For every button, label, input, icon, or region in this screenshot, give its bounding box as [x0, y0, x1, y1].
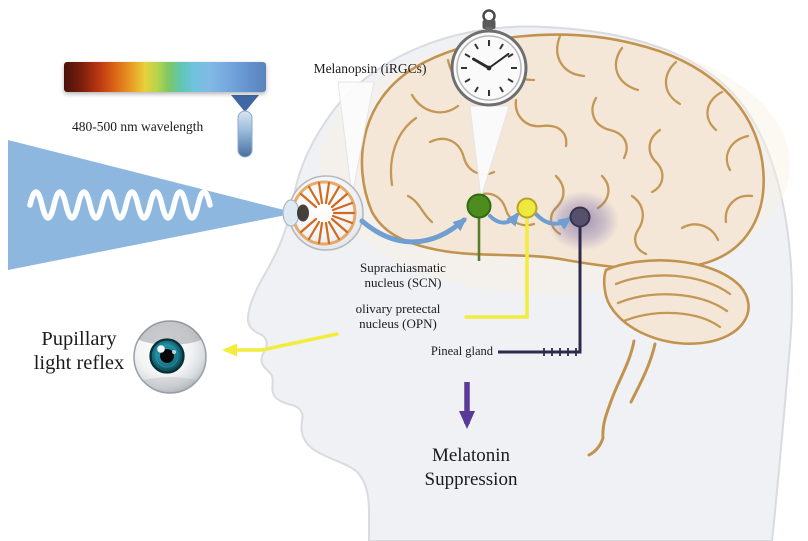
melatonin-label-line2: Suppression — [424, 469, 518, 490]
melanopsin-label-text: Melanopsin (iRGCs) — [313, 61, 427, 76]
opn-leader-line — [464, 216, 529, 319]
opn-to-pineal-arrow — [534, 212, 573, 230]
melanopsin-callout-wedge — [337, 81, 375, 197]
eye-anatomy-icon — [282, 175, 364, 251]
clock-icon — [450, 9, 528, 107]
clock-hands — [471, 52, 510, 70]
opn-pathway — [222, 216, 529, 357]
eye-to-scn-arrow — [359, 217, 468, 245]
pupil — [160, 349, 174, 363]
opn-label-line2: nucleus (OPN) — [359, 316, 437, 331]
clock-ticks — [461, 40, 517, 96]
signal-arrows — [359, 211, 573, 245]
wavelength-label: 480-500 nm wavelength — [72, 119, 272, 135]
opn-label: olivary pretectal nucleus (OPN) — [336, 301, 460, 331]
scn-to-opn-arrow — [488, 211, 520, 227]
spectrum-bar — [64, 62, 266, 92]
scn-label-line1: Suprachiasmatic — [360, 260, 446, 275]
scn-node — [466, 193, 492, 219]
opn-node — [516, 197, 538, 219]
pineal-leader-line — [498, 227, 582, 356]
pupillary-label-line2: light reflex — [33, 352, 125, 374]
lens-pupil — [297, 204, 309, 222]
brainstem — [587, 339, 657, 457]
pineal-label-text: Pineal gland — [430, 344, 494, 358]
light-beam — [8, 140, 296, 270]
melanopsin-label: Melanopsin (iRGCs) — [304, 61, 436, 77]
opn-label-line1: olivary pretectal — [355, 301, 441, 316]
retina-fibers — [299, 181, 356, 245]
pupillary-reflex-arrow — [222, 332, 339, 357]
scn-label: Suprachiasmatic nucleus (SCN) — [341, 260, 465, 290]
wavelength-marker-icon — [231, 95, 259, 158]
scn-label-line2: nucleus (SCN) — [364, 275, 442, 290]
melatonin-suppression-label: Melatonin Suppression — [396, 444, 546, 492]
wavelength-label-text: 480-500 nm wavelength — [72, 119, 204, 134]
eye-photo-icon — [133, 320, 207, 394]
cornea — [282, 199, 300, 227]
pineal-node — [569, 206, 591, 228]
pupillary-label-line1: Pupillary — [41, 328, 117, 350]
sine-wave-icon — [27, 189, 213, 221]
pineal-label: Pineal gland — [425, 344, 499, 358]
melatonin-label-line1: Melatonin — [431, 445, 511, 466]
pupillary-reflex-label: Pupillary light reflex — [20, 327, 138, 375]
